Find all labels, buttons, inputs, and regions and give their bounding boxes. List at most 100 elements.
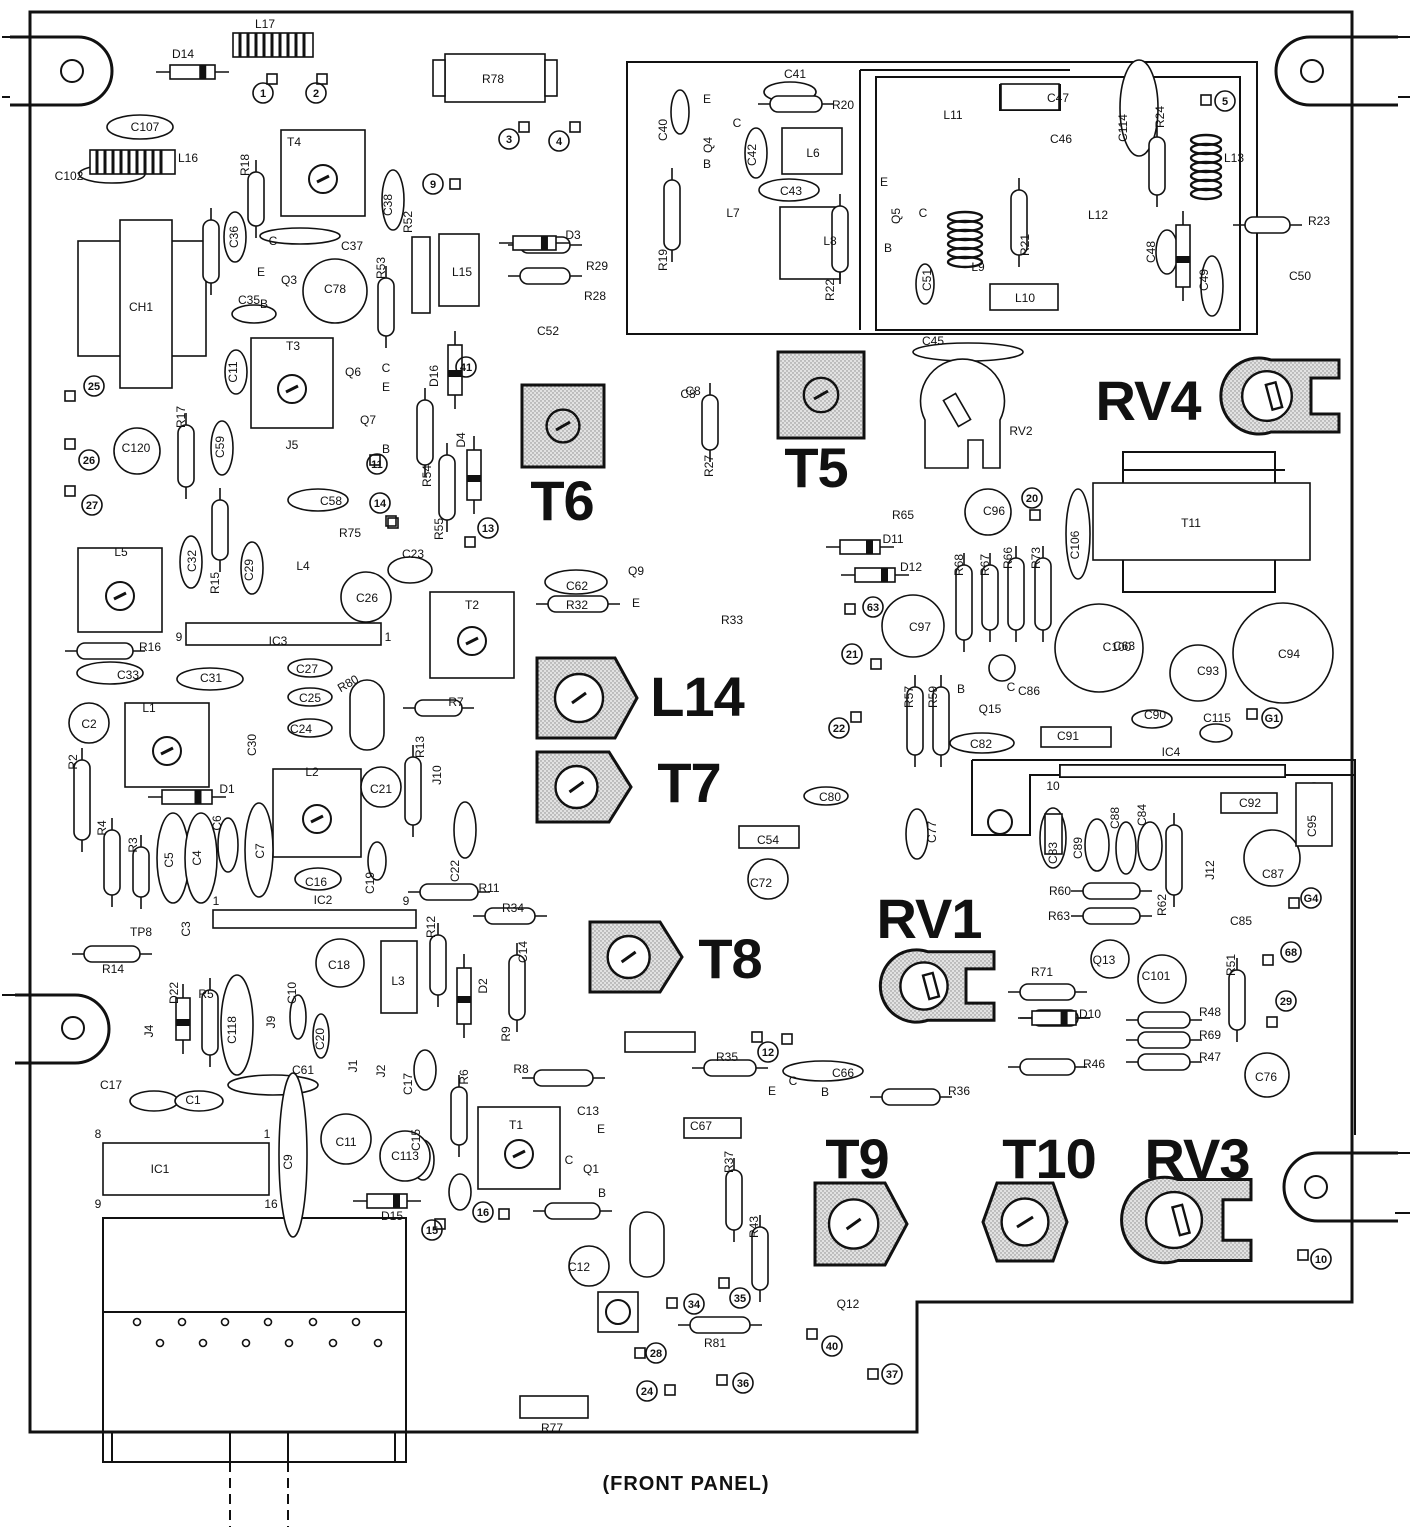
label-t1-193: T1 xyxy=(509,1118,523,1132)
trimmer-tc1 xyxy=(597,1291,639,1333)
r60 xyxy=(1082,882,1141,900)
q-misc-pin-E: E xyxy=(632,596,640,610)
adjust-label-t8: T8 xyxy=(698,927,761,990)
label-j10-120: J10 xyxy=(430,765,444,785)
r19 xyxy=(663,179,681,251)
label-ic2-149: IC2 xyxy=(314,893,333,907)
pad-6 xyxy=(1266,1016,1278,1028)
can-t2 xyxy=(429,591,515,679)
can-l2 xyxy=(272,768,362,858)
test-point-label-41: 41 xyxy=(460,362,472,374)
adjust-label-rv1: RV1 xyxy=(877,887,982,950)
q5-pin-B: B xyxy=(884,241,892,255)
pot-rv3-rotor xyxy=(1144,1190,1204,1250)
label-r18-13: R18 xyxy=(238,154,252,176)
pad-3 xyxy=(569,121,581,133)
label-r65-67: R65 xyxy=(892,508,914,522)
r5 xyxy=(201,989,219,1056)
adjust-label-l14: L14 xyxy=(650,665,744,728)
label-c26-83: C26 xyxy=(356,591,378,605)
label-c93-105: C93 xyxy=(1197,664,1219,678)
ic1-pin-1: 1 xyxy=(264,1127,271,1141)
label-c89-133: C89 xyxy=(1071,837,1085,859)
adjust-label-rv4: RV4 xyxy=(1096,369,1202,432)
label-l17-0: L17 xyxy=(255,17,275,31)
capacitor-v-9 xyxy=(179,535,203,589)
can-t3-slot xyxy=(285,384,299,394)
label-c42-19: C42 xyxy=(745,144,759,166)
r37 xyxy=(725,1169,743,1231)
label-r81-201: R81 xyxy=(704,1336,726,1350)
capacitor-v-6 xyxy=(184,812,218,904)
label-c91-113: C91 xyxy=(1057,729,1079,743)
capacitor-round-3 xyxy=(68,702,110,744)
label-q5-26: Q5 xyxy=(889,208,903,224)
pad-18 xyxy=(64,485,76,497)
test-point-label-27: 27 xyxy=(86,500,98,512)
label-r32-85: R32 xyxy=(566,598,588,612)
test-point-label-14: 14 xyxy=(374,498,387,510)
pad-13 xyxy=(850,711,862,723)
label-r20-4: R20 xyxy=(832,98,854,112)
capacitor-v-14 xyxy=(312,1013,330,1059)
label-r29-40: R29 xyxy=(586,259,608,273)
test-point-label-2: 2 xyxy=(313,88,319,100)
capacitor-round-5 xyxy=(315,938,365,988)
label-c58-62: C58 xyxy=(320,494,342,508)
adjust-label-t6: T6 xyxy=(530,469,593,532)
q7-pin-B: B xyxy=(382,442,390,456)
connector-pin xyxy=(263,1317,273,1327)
pad-28 xyxy=(464,536,476,548)
r36 xyxy=(881,1088,941,1106)
label-c43-23: C43 xyxy=(780,184,802,198)
test-point-label-12: 12 xyxy=(762,1047,774,1059)
test-point-15 xyxy=(421,1219,443,1241)
label-c22-140: C22 xyxy=(448,860,462,882)
trimmer-t6-slot xyxy=(555,420,571,432)
label-rv2-55: RV2 xyxy=(1009,424,1032,438)
r18 xyxy=(247,171,265,227)
can-t3-slug xyxy=(277,374,307,404)
test-point-label-15: 15 xyxy=(426,1225,438,1237)
q4-pin-B: B xyxy=(703,157,711,171)
pad-25 xyxy=(666,1297,678,1309)
label-ch1-33: CH1 xyxy=(129,300,153,314)
pad-5 xyxy=(449,178,461,190)
label-l6-20: L6 xyxy=(806,146,820,160)
capacitor-v-29 xyxy=(670,89,690,135)
q5-pin-C: C xyxy=(919,206,928,220)
label-j5-59: J5 xyxy=(286,438,299,452)
can-t4 xyxy=(280,129,366,217)
label-c33-91: C33 xyxy=(117,668,139,682)
label-l15-38: L15 xyxy=(452,265,472,279)
r81 xyxy=(689,1316,751,1334)
r35 xyxy=(703,1059,757,1077)
capacitor-v-17 xyxy=(448,1173,472,1211)
pad-20 xyxy=(806,1328,818,1340)
trimmer-t7-slot xyxy=(568,780,585,794)
label-r7-110: R7 xyxy=(448,695,464,709)
label-q3-35: Q3 xyxy=(281,273,297,287)
capacitor-v-12 xyxy=(220,974,254,1076)
label-c13-186: C13 xyxy=(577,1104,599,1118)
d11 xyxy=(839,539,881,555)
test-point-label-24: 24 xyxy=(641,1386,654,1398)
label-t11-76: T11 xyxy=(1181,516,1201,530)
label-c35-48: C35 xyxy=(238,293,260,307)
d15-band xyxy=(393,1194,400,1208)
label-c6-123: C6 xyxy=(210,815,224,831)
test-point-68 xyxy=(1280,941,1302,963)
can-l1-slot xyxy=(160,746,174,756)
label-c94-101: C94 xyxy=(1278,647,1300,661)
film-cap-11 xyxy=(624,1031,696,1053)
trimmer-t5-slot xyxy=(813,389,829,401)
label-c59-57: C59 xyxy=(213,436,227,458)
r78 xyxy=(444,53,546,103)
label-c16-139: C16 xyxy=(305,875,327,889)
capacitor-v-8 xyxy=(244,802,274,898)
test-point-12 xyxy=(757,1041,779,1063)
label-r62-146: R62 xyxy=(1155,894,1169,916)
label-r6-185: R6 xyxy=(457,1069,471,1085)
film-cap-7 xyxy=(438,233,480,307)
